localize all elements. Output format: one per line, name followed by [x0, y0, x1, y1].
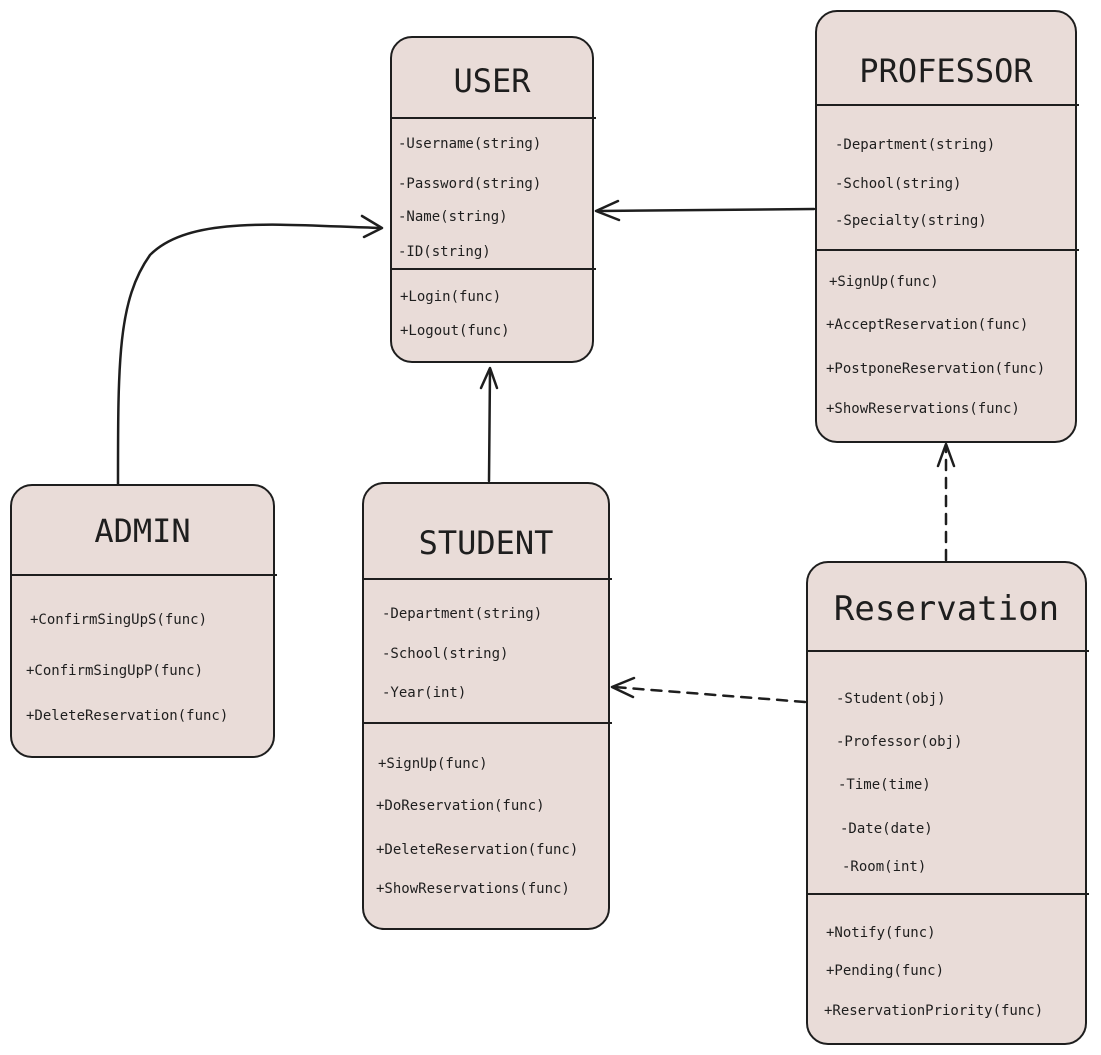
professor-class-box: PROFESSOR -Department(string) -School(st…	[815, 10, 1079, 443]
professor-method: +ShowReservations(func)	[826, 401, 1020, 417]
admin-method: +ConfirmSingUpP(func)	[26, 663, 204, 679]
professor-attribute: -Department(string)	[835, 137, 996, 153]
admin-method: +DeleteReservation(func)	[26, 708, 229, 724]
reservation-class-title: Reservation	[833, 589, 1060, 629]
professor-to-user-arrowhead	[594, 199, 621, 222]
student-attribute: -Year(int)	[382, 685, 467, 701]
reservation-method: +Notify(func)	[826, 925, 936, 941]
student-method: +ShowReservations(func)	[376, 881, 570, 897]
reservation-method: +Pending(func)	[826, 963, 945, 979]
reservation-attributes-separator	[806, 650, 1089, 652]
professor-class-title: PROFESSOR	[859, 52, 1033, 90]
professor-method: +SignUp(func)	[829, 274, 939, 290]
admin-class-title: ADMIN	[94, 512, 191, 550]
user-attribute: -Password(string)	[398, 176, 542, 192]
student-attribute: -Department(string)	[382, 606, 543, 622]
admin-methods-separator	[10, 574, 277, 576]
student-methods-separator	[362, 722, 612, 724]
professor-method: +PostponeReservation(func)	[826, 361, 1046, 377]
user-class-title: USER	[453, 62, 531, 100]
reservation-attribute: -Professor(obj)	[836, 734, 963, 750]
user-methods-separator	[390, 268, 596, 270]
student-attributes-separator	[362, 578, 612, 580]
user-attribute: -ID(string)	[398, 244, 491, 260]
student-class-box: STUDENT -Department(string) -School(stri…	[362, 482, 612, 930]
reservation-attribute: -Student(obj)	[836, 691, 946, 707]
admin-to-user-arrow	[116, 223, 382, 486]
student-method: +DoReservation(func)	[376, 798, 545, 814]
student-method: +DeleteReservation(func)	[376, 842, 579, 858]
reservation-methods-separator	[806, 893, 1089, 895]
user-attributes-separator	[390, 117, 596, 119]
reservation-attribute: -Date(date)	[840, 821, 933, 837]
reservation-method: +ReservationPriority(func)	[824, 1003, 1044, 1019]
professor-attribute: -School(string)	[835, 176, 962, 192]
professor-attributes-separator	[815, 104, 1079, 106]
reservation-to-student-arrowhead	[610, 676, 636, 699]
reservation-class-box: Reservation -Student(obj) -Professor(obj…	[806, 561, 1089, 1045]
admin-method: +ConfirmSingUpS(func)	[30, 612, 208, 628]
professor-method: +AcceptReservation(func)	[826, 317, 1029, 333]
student-to-user-arrowhead	[479, 366, 499, 390]
user-method: +Login(func)	[400, 289, 502, 305]
professor-methods-separator	[815, 249, 1079, 251]
admin-to-user-arrowhead	[360, 214, 384, 239]
user-class-box: USER -Username(string) -Password(string)…	[390, 36, 596, 363]
student-method: +SignUp(func)	[378, 756, 488, 772]
student-attribute: -School(string)	[382, 646, 509, 662]
student-class-title: STUDENT	[418, 524, 554, 562]
user-attribute: -Username(string)	[398, 136, 542, 152]
professor-to-user-arrow	[596, 207, 816, 213]
reservation-attribute: -Time(time)	[838, 777, 931, 793]
student-to-user-arrow	[487, 368, 492, 483]
user-method: +Logout(func)	[400, 323, 510, 339]
reservation-to-professor-arrowhead	[936, 442, 956, 468]
professor-attribute: -Specialty(string)	[835, 213, 987, 229]
reservation-to-student-dashed-arrow	[612, 685, 807, 704]
user-attribute: -Name(string)	[398, 209, 508, 225]
admin-class-box: ADMIN +ConfirmSingUpS(func) +ConfirmSing…	[10, 484, 277, 758]
reservation-attribute: -Room(int)	[842, 859, 927, 875]
